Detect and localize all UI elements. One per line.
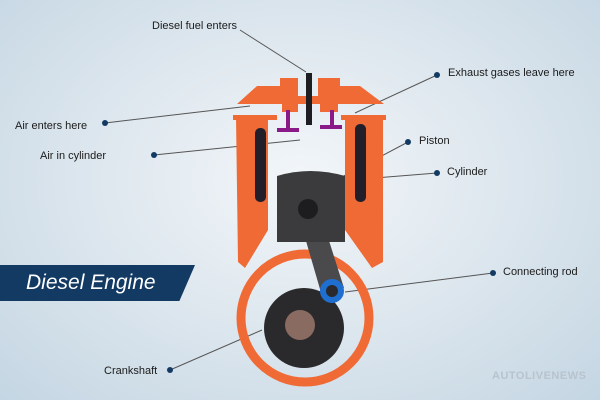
label-fuel: Diesel fuel enters: [152, 20, 237, 32]
label-crankshaft: Crankshaft: [104, 365, 158, 377]
title: Diesel Engine: [26, 271, 156, 294]
valves: [277, 110, 342, 132]
label-connecting-rod: Connecting rod: [503, 266, 578, 278]
watermark: AUTOLIVENEWS: [492, 370, 587, 382]
fuel-injector: [306, 73, 312, 125]
label-air-enters: Air enters here: [15, 120, 88, 132]
crankcase: [236, 249, 374, 387]
title-banner: Diesel Engine: [0, 265, 195, 301]
label-cylinder: Cylinder: [447, 166, 488, 178]
label-air-cylinder: Air in cylinder: [40, 150, 107, 162]
label-exhaust: Exhaust gases leave here: [448, 67, 575, 79]
label-piston: Piston: [419, 135, 450, 147]
cylinder-head: [237, 78, 384, 104]
label-dots: [102, 72, 496, 373]
